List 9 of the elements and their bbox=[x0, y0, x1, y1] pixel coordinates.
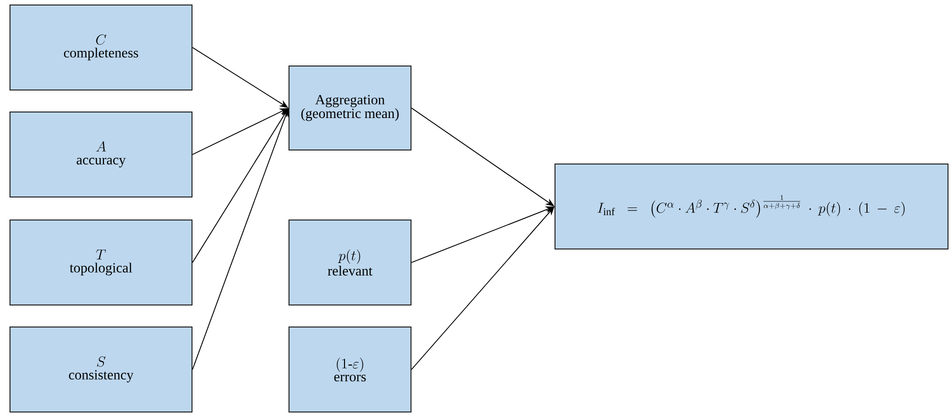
process-box: $C$ completeness bbox=[10, 4, 192, 90]
arrow bbox=[411, 206, 554, 370]
formula-box: $I_{\mathrm{inf}} = \left(C^{\alpha}\cdot A^{\beta}\cdot T^{\gamma}\cdot S^{\delta}\right)^{\frac{1}{\alpha+\beta+\gamma+\delta}}\cdot p(t)\cdot(1-\varepsilon)$ bbox=[554, 164, 948, 250]
process-box: $A$ accuracy bbox=[10, 112, 192, 198]
process-box: Aggregation (geometric mean) bbox=[288, 66, 412, 150]
process-box: $p(t)$ relevant bbox=[288, 220, 412, 306]
process-box: $S$ consistency bbox=[10, 326, 192, 412]
process-box: $(1\text{-}\varepsilon)$ errors bbox=[288, 326, 412, 412]
process-box: $T$ topological bbox=[10, 220, 192, 306]
